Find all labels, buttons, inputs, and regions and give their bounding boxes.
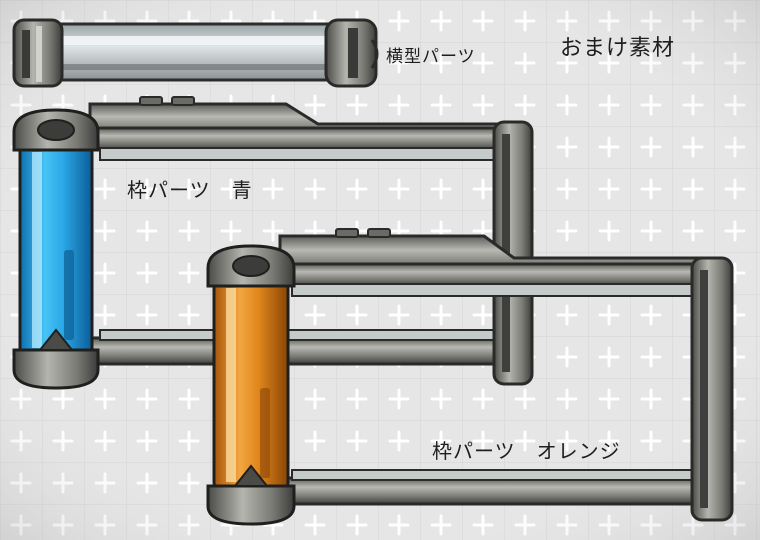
blue-frame-icon: [12, 96, 534, 390]
horizontal-capsule-icon: [12, 18, 379, 88]
extras-title: おまけ素材: [560, 36, 676, 61]
horizontal-part-label: 横型パーツ: [386, 47, 476, 67]
orange-frame-icon: [206, 228, 734, 526]
orange-frame-label: 枠パーツ オレンジ: [432, 439, 621, 463]
blue-frame-label: 枠パーツ 青: [127, 178, 253, 202]
